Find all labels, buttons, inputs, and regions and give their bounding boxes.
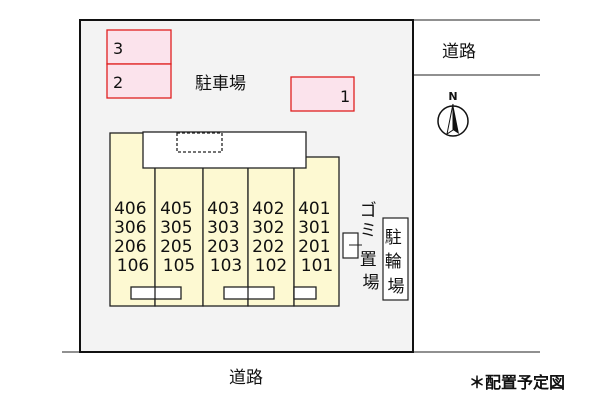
bicycle-parking <box>382 217 409 301</box>
svg-text:402 302 202: 402 302 202 102 <box>252 199 290 276</box>
layout-plan-note: ＊配置予定図 <box>469 373 565 392</box>
svg-text:403 303 203: 403 303 203 103 <box>207 199 245 276</box>
parking-space-2: 2 <box>106 63 172 99</box>
unit-column-01 <box>293 156 340 307</box>
svg-text:1: 1 <box>340 87 350 106</box>
svg-text:3: 3 <box>113 39 123 58</box>
corridor <box>142 131 307 169</box>
svg-text:2: 2 <box>113 73 123 92</box>
entrance-notch <box>130 286 182 300</box>
svg-text:405 305 205: 405 305 205 105 <box>160 199 198 276</box>
parking-label: 駐車場 <box>195 74 246 94</box>
svg-text:406 306 206: 406 306 206 106 <box>114 199 152 276</box>
parking-space-3: 3 <box>106 29 172 65</box>
stairs-outline <box>176 132 223 153</box>
garbage-area-label: ゴ ミ 置 場 <box>360 200 382 293</box>
apartment-building <box>109 131 340 307</box>
parking-space-1: 1 <box>290 76 355 112</box>
entrance-notch <box>293 286 317 300</box>
north-arrow-icon: N <box>437 90 469 137</box>
bicycle-parking-label: 駐 輪 場 <box>385 228 407 297</box>
road-label-bottom: 道路 <box>229 368 263 388</box>
road-label-top: 道路 <box>442 42 476 62</box>
entrance-notch <box>223 286 275 300</box>
compass-label: N <box>448 90 457 103</box>
svg-text:401 301 201: 401 301 201 101 <box>298 199 336 276</box>
unit-numbers: 406 306 206 106 405 305 205 105 403 303 … <box>114 199 336 276</box>
